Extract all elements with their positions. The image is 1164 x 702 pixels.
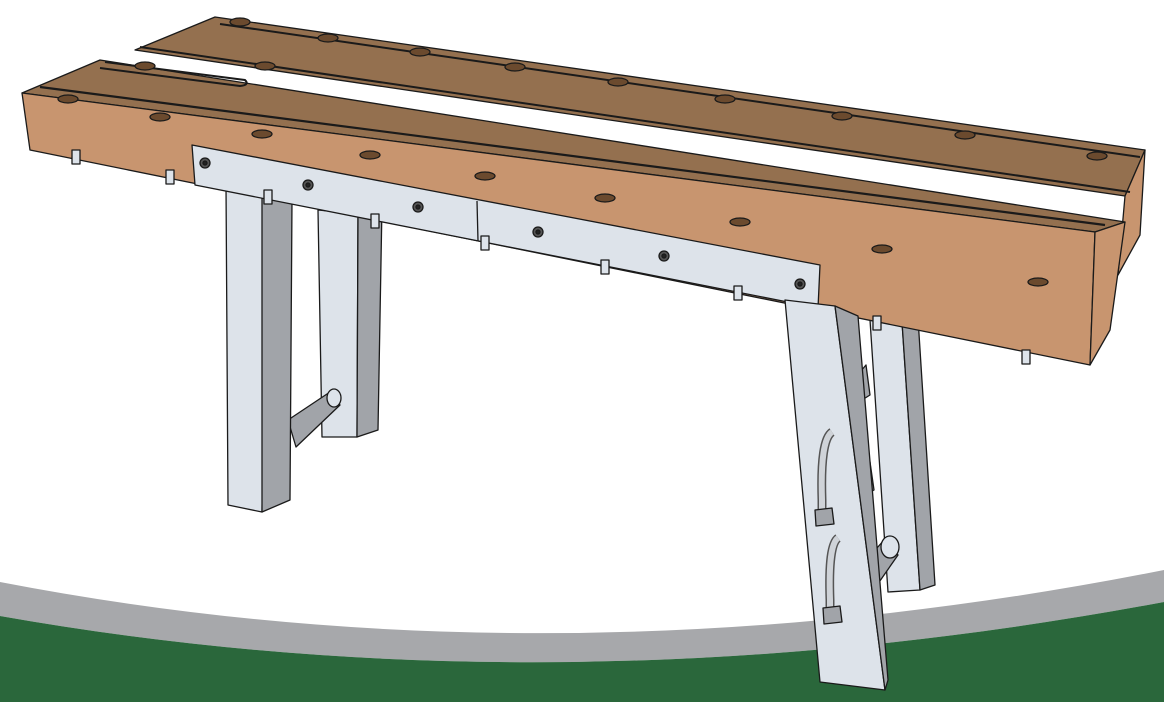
peg: [872, 315, 882, 331]
dog-hole: [831, 111, 853, 121]
dog-hole: [871, 244, 893, 254]
dog-hole: [1027, 277, 1049, 287]
dog-hole: [251, 129, 273, 139]
peg: [71, 149, 81, 165]
peg: [263, 189, 273, 205]
peg: [1021, 349, 1031, 365]
back-leg-left: [317, 204, 383, 438]
dog-hole: [954, 130, 976, 140]
dog-hole: [714, 94, 736, 104]
back-board: [134, 16, 1146, 276]
dog-hole: [504, 62, 526, 72]
peg: [733, 285, 743, 301]
front-leg-left: [225, 184, 293, 513]
dog-hole: [594, 193, 616, 203]
bolt-center: [305, 182, 311, 188]
dog-hole: [359, 150, 381, 160]
peg: [165, 169, 175, 185]
dog-holes: [57, 17, 1108, 287]
stretcher-left: [287, 388, 342, 448]
bolt-center: [535, 229, 541, 235]
dog-hole: [607, 77, 629, 87]
dog-hole: [134, 61, 156, 71]
bolt-center: [415, 204, 421, 210]
dog-hole: [409, 47, 431, 57]
bolt-center: [661, 253, 667, 259]
dog-hole: [317, 33, 339, 43]
underside-pegs: [71, 149, 1031, 365]
peg: [480, 235, 490, 251]
peg: [600, 259, 610, 275]
bolt-center: [202, 160, 208, 166]
plate-bolts: [199, 157, 806, 290]
dog-hole: [149, 112, 171, 122]
dog-hole: [729, 217, 751, 227]
front-leg-right: [784, 299, 889, 691]
ground: [0, 570, 1164, 702]
dog-hole: [474, 171, 496, 181]
bolt-center: [797, 281, 803, 287]
dog-hole: [254, 61, 276, 71]
dog-hole: [57, 94, 79, 104]
dog-hole: [229, 17, 251, 27]
dog-hole: [1086, 151, 1108, 161]
peg: [370, 213, 380, 229]
